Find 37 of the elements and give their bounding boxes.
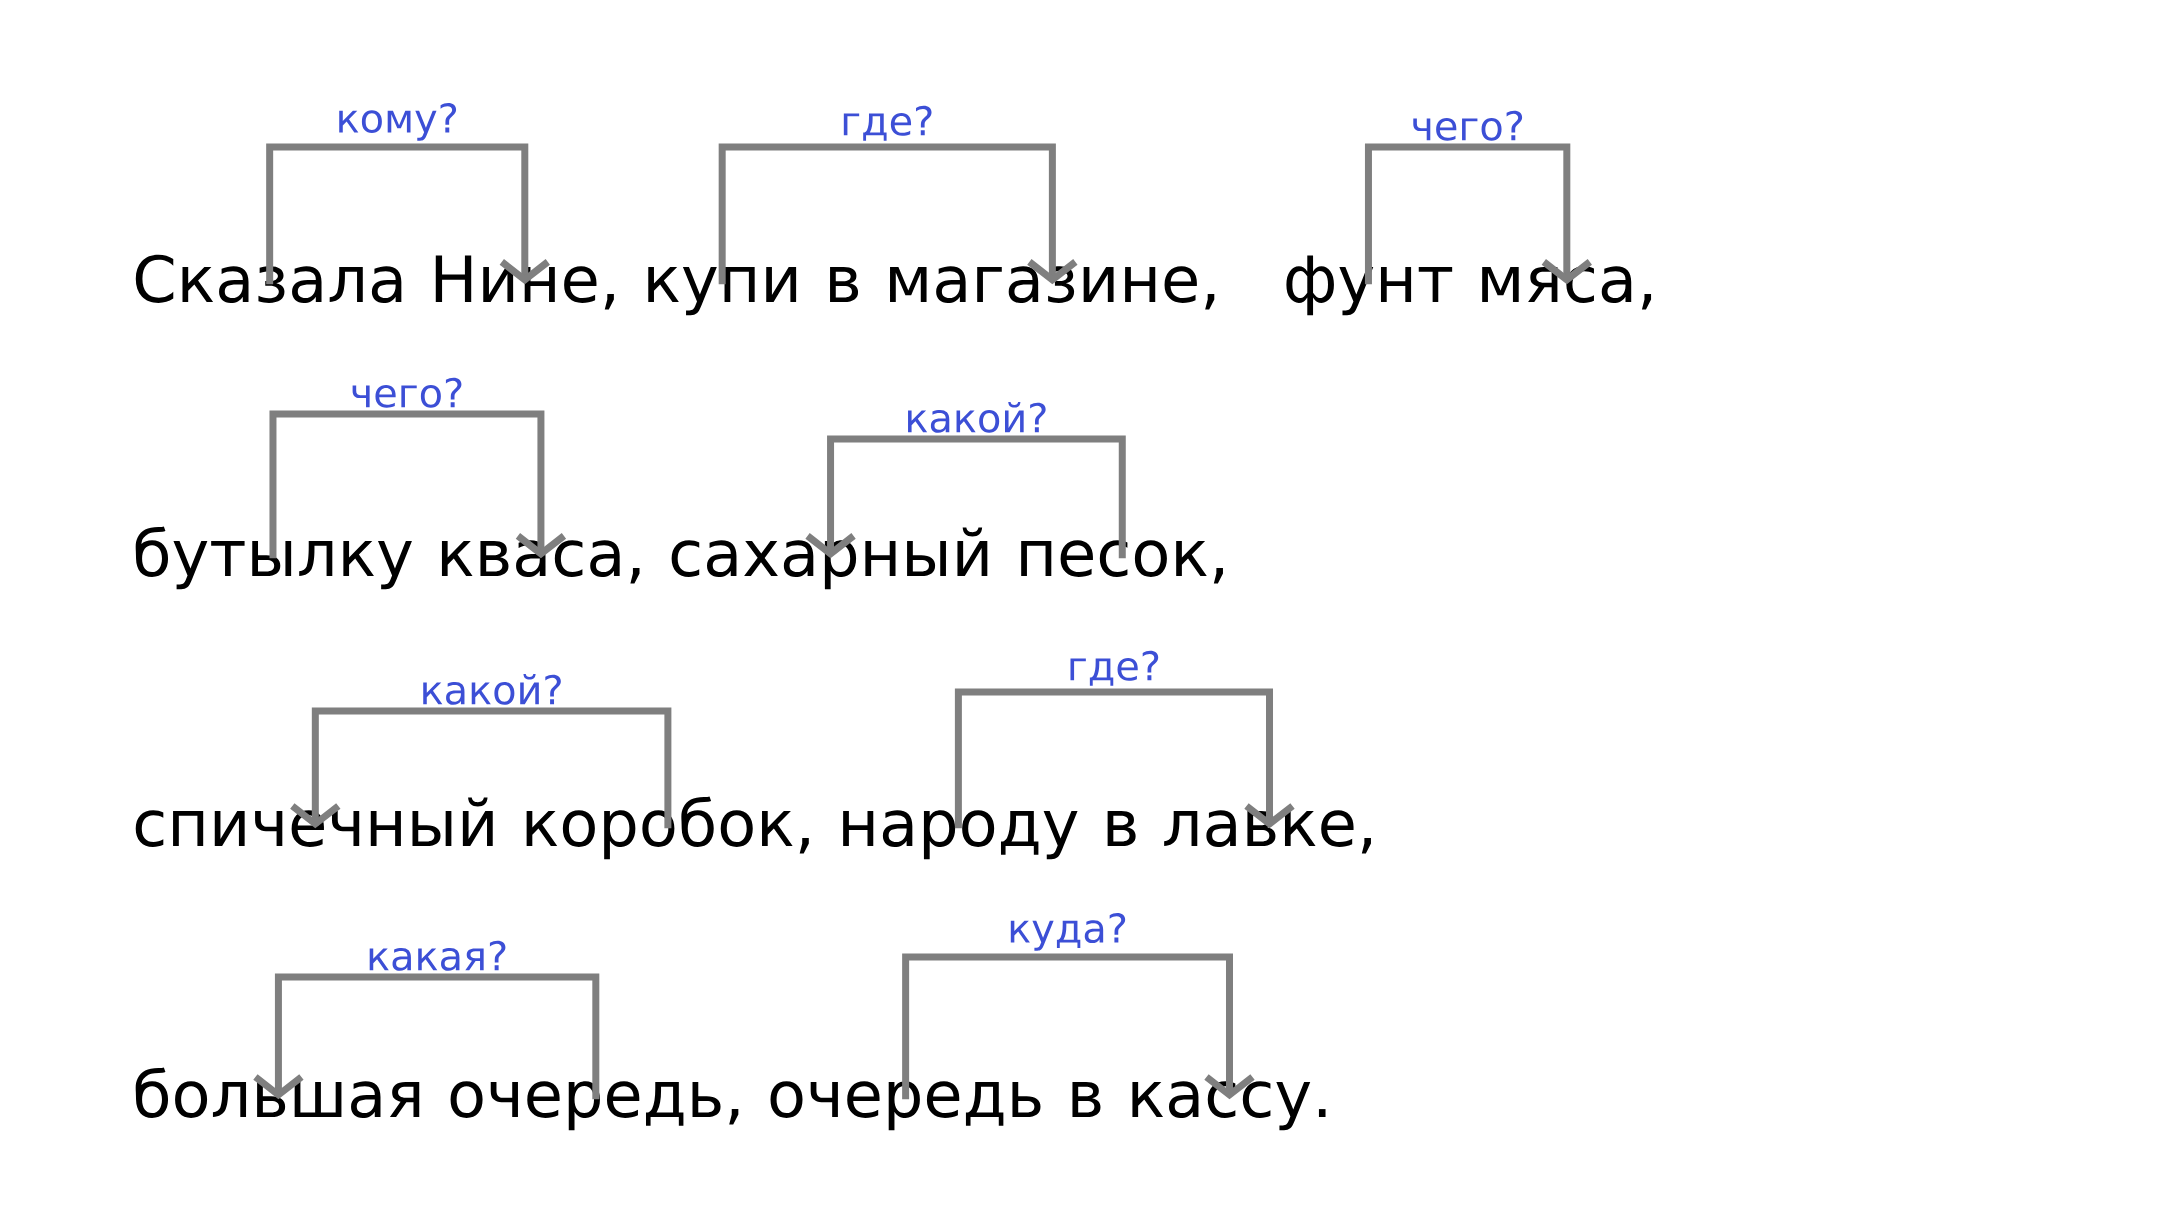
question-label: какой? [908,401,1046,433]
bracket-arrow [290,707,672,829]
word: очередь [770,1081,1041,1131]
word: народу [843,810,1078,860]
bracket-arrow [805,435,1126,559]
bracket-arrow [266,143,550,285]
word: магазине, [890,266,1215,310]
bracket-arrow [269,410,567,559]
word: в [1107,811,1136,846]
word: купи [648,267,797,316]
bracket-arrow [902,953,1255,1100]
word: кассу. [1132,1081,1326,1131]
question-label: где? [1070,650,1159,686]
question-label: куда? [1010,912,1126,951]
bracket-arrow [253,973,600,1100]
word: в [1072,1082,1101,1117]
question-label: чего? [1413,110,1523,141]
bracket-arrow [954,688,1295,829]
question-label: чего? [352,377,462,408]
bracket-arrow [718,143,1078,285]
word: очередь, [450,1081,739,1131]
word: Нине, [435,255,614,310]
word: кваса, [441,540,640,584]
word: сахарный [671,527,988,590]
word: фунт [1286,255,1453,316]
word: песок, [1021,540,1223,584]
word: в [830,267,859,302]
word: коробок, [526,796,809,860]
question-label: какой? [423,673,561,705]
word: большая [135,1067,420,1118]
word: спичечный [135,797,493,847]
question-label: какая? [369,940,506,971]
question-label: где? [843,105,932,141]
bracket-arrow [1364,143,1592,285]
word: Сказала [135,254,402,303]
word: бутылку [135,526,412,590]
question-label: кому? [339,102,457,141]
